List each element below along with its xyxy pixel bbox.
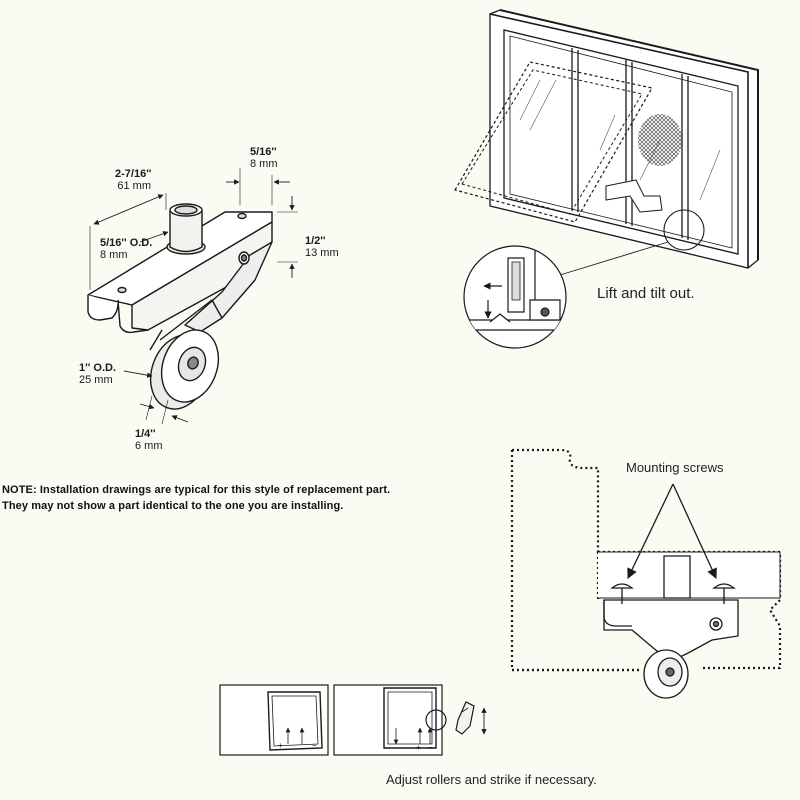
dim-wheel-width: 1/4'' 6 mm [135, 428, 163, 452]
dim-post-od: 5/16'' O.D. 8 mm [100, 237, 152, 261]
dim-bracket-height-metric: 13 mm [305, 247, 339, 259]
dimension-lines [89, 168, 298, 425]
dim-wheel-od-imperial: 1'' O.D. [79, 362, 117, 374]
window-drawing [454, 9, 759, 276]
note-line-1: NOTE: Installation drawings are typical … [2, 484, 391, 496]
dim-post-offset-imperial: 5/16'' [250, 146, 277, 158]
dim-post-od-metric: 8 mm [100, 249, 128, 261]
mounting-drawing [510, 448, 782, 699]
svg-text:+: + [278, 741, 283, 750]
installation-note: NOTE: Installation drawings are typical … [2, 482, 390, 514]
note-line-2: They may not show a part identical to th… [2, 500, 344, 512]
dim-overall-length-metric: 61 mm [117, 180, 152, 192]
dim-wheel-od-metric: 25 mm [79, 374, 113, 386]
caption-adjust: Adjust rollers and strike if necessary. [386, 772, 597, 787]
caption-mounting-screws: Mounting screws [626, 460, 724, 475]
dim-post-od-imperial: 5/16'' O.D. [100, 237, 153, 249]
dim-bracket-height: 1/2'' 13 mm [305, 235, 339, 259]
roller-part-drawing [87, 203, 273, 410]
svg-text:+: + [416, 743, 421, 752]
dim-wheel-width-metric: 6 mm [135, 440, 163, 452]
dim-overall-length: 2-7/16'' 61 mm [115, 168, 151, 192]
caption-lift-tilt: Lift and tilt out. [597, 285, 695, 302]
dim-bracket-height-imperial: 1/2'' [305, 235, 326, 247]
dim-wheel-width-imperial: 1/4'' [135, 428, 156, 440]
svg-text:−: − [428, 743, 433, 752]
dim-wheel-od: 1'' O.D. 25 mm [79, 362, 116, 386]
dim-post-offset-metric: 8 mm [250, 158, 278, 170]
dim-overall-length-imperial: 2-7/16'' [115, 168, 152, 180]
adjust-drawing: + − + − [219, 684, 487, 756]
svg-text:−: − [312, 741, 317, 750]
lift-tilt-detail [463, 245, 567, 349]
dim-post-offset: 5/16'' 8 mm [250, 146, 278, 170]
